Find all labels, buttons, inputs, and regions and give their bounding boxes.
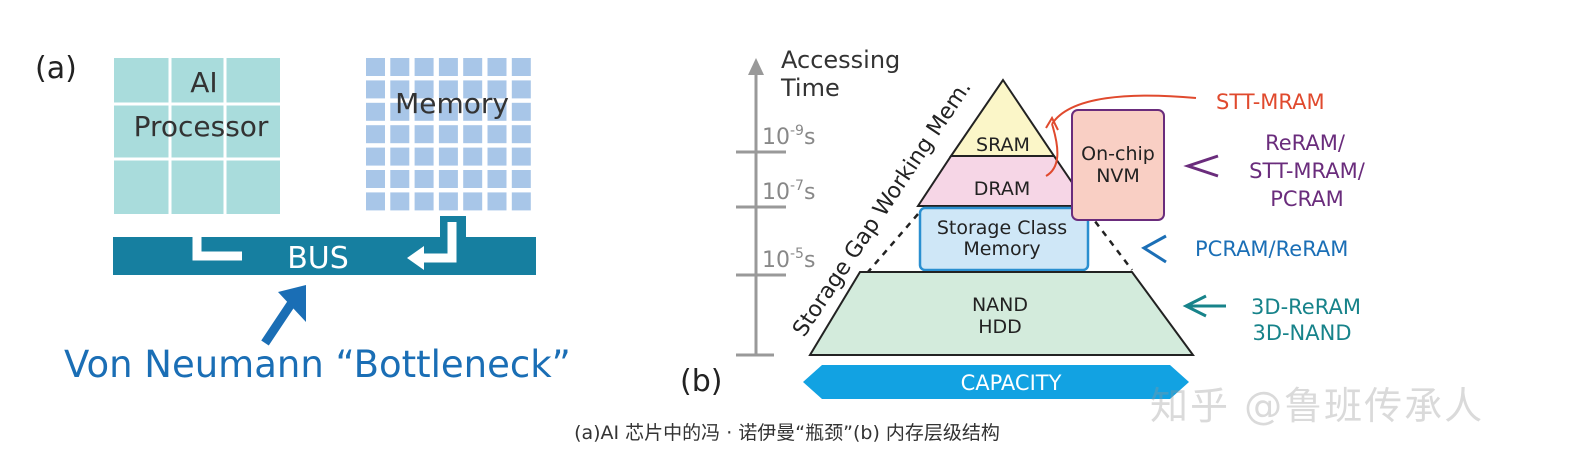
onchip-label-line1: On-chip [1081, 143, 1155, 165]
memory-cell [438, 80, 458, 99]
tick-label: 10-9s [762, 123, 815, 150]
processor-label-line1: AI [190, 66, 217, 99]
nand-label-line2: HDD [978, 316, 1022, 338]
memory-cell [463, 80, 483, 99]
memory-cell [414, 102, 434, 121]
stt-mram-pointer-icon [1045, 94, 1197, 177]
memory-cell [366, 125, 385, 144]
memory-cell [390, 170, 410, 188]
memory-cell [414, 58, 434, 76]
memory-cell [463, 170, 483, 188]
memory-block [366, 58, 531, 211]
tech-nvm-line2: STT-MRAM/ [1249, 159, 1366, 183]
memory-cell [438, 125, 458, 144]
memory-cell [511, 58, 531, 76]
memory-cell [463, 102, 483, 121]
memory-cell [487, 102, 507, 121]
axis-title-line1: Accessing [781, 46, 900, 74]
memory-cell [487, 170, 507, 188]
memory-cell [487, 80, 507, 99]
access-time-axis [736, 58, 786, 357]
nand-level [808, 271, 1195, 356]
memory-cell [390, 125, 410, 144]
memory-cell [511, 80, 531, 99]
memory-cell [487, 58, 507, 76]
memory-cell [366, 102, 385, 121]
onchip-label-line2: NVM [1096, 165, 1140, 187]
memory-cell [511, 147, 531, 166]
panel-a-label: (a) [35, 51, 77, 86]
memory-cell [366, 80, 385, 99]
scm-level [918, 206, 1090, 272]
memory-cell [487, 125, 507, 144]
memory-cell [438, 192, 458, 211]
memory-cell [511, 170, 531, 188]
memory-cell [463, 125, 483, 144]
memory-cell [487, 147, 507, 166]
memory-cell [511, 102, 531, 121]
memory-cell [390, 147, 410, 166]
memory-cell [390, 58, 410, 76]
watermark: 知乎 @鲁班传承人 [1150, 384, 1485, 428]
memory-cell [414, 80, 434, 99]
memory-cell [414, 147, 434, 166]
tech-nvm-line1: ReRAM/ [1265, 131, 1346, 155]
bottleneck-label: Von Neumann “Bottleneck” [64, 343, 571, 386]
capacity-arrow [803, 365, 1189, 399]
figure-caption: (a)AI 芯片中的冯 · 诺伊曼“瓶颈”(b) 内存层级结构 [574, 422, 1000, 444]
memory-cell [390, 192, 410, 211]
tech-scm-label: PCRAM/ReRAM [1195, 237, 1348, 261]
memory-cell [390, 80, 410, 99]
tech-nand-arrow-icon [1182, 294, 1226, 318]
scm-label-line2: Memory [963, 238, 1040, 260]
memory-cell [414, 125, 434, 144]
sram-label: SRAM [976, 134, 1030, 156]
processor-label-line2: Processor [134, 110, 269, 143]
nand-label-line1: NAND [972, 294, 1028, 316]
memory-label: Memory [395, 87, 509, 120]
memory-cell [366, 192, 385, 211]
memory-cell [390, 102, 410, 121]
right-gap-dashed-line [1087, 211, 1133, 271]
ai-processor-block: AI Processor [114, 58, 280, 214]
memory-cell [463, 147, 483, 166]
tick-labels: 10-9s 10-7s 10-5s [762, 123, 815, 273]
memory-cell [366, 147, 385, 166]
left-gap-dashed-line [867, 213, 919, 273]
memory-cell [463, 192, 483, 211]
tech-scm-arrow-icon [1141, 234, 1167, 264]
capacity-label: CAPACITY [961, 371, 1062, 395]
tech-nand-line1: 3D-ReRAM [1251, 295, 1361, 319]
memory-cell [414, 192, 434, 211]
memory-cell [414, 170, 434, 188]
memory-cell [366, 58, 385, 76]
onchip-nvm-box [1071, 109, 1165, 221]
panel-b-label: (b) [680, 364, 722, 399]
tech-nvm-arrow-icon [1183, 154, 1219, 178]
tech-nand-line2: 3D-NAND [1252, 321, 1351, 345]
axis-title-line2: Time [780, 74, 840, 102]
memory-cell [487, 192, 507, 211]
scm-label-line1: Storage Class [937, 217, 1067, 239]
memory-cell [438, 58, 458, 76]
memory-cell [511, 192, 531, 211]
bus-bar [113, 237, 536, 275]
memory-cell [463, 58, 483, 76]
memory-cell [366, 170, 385, 188]
tech-nvm-line3: PCRAM [1270, 187, 1344, 211]
memory-cell [438, 102, 458, 121]
tech-stt-mram-label: STT-MRAM [1216, 90, 1325, 114]
tick-label: 10-5s [762, 246, 815, 273]
memory-cell [438, 170, 458, 188]
tick-label: 10-7s [762, 178, 815, 205]
bottleneck-arrow-icon [261, 285, 306, 346]
memory-to-bus-arrow-icon [407, 216, 466, 270]
bus-label: BUS [287, 241, 349, 276]
dram-label: DRAM [974, 178, 1030, 200]
bus-to-processor-arrow-icon [184, 216, 242, 261]
memory-cell [438, 147, 458, 166]
memory-cell [511, 125, 531, 144]
